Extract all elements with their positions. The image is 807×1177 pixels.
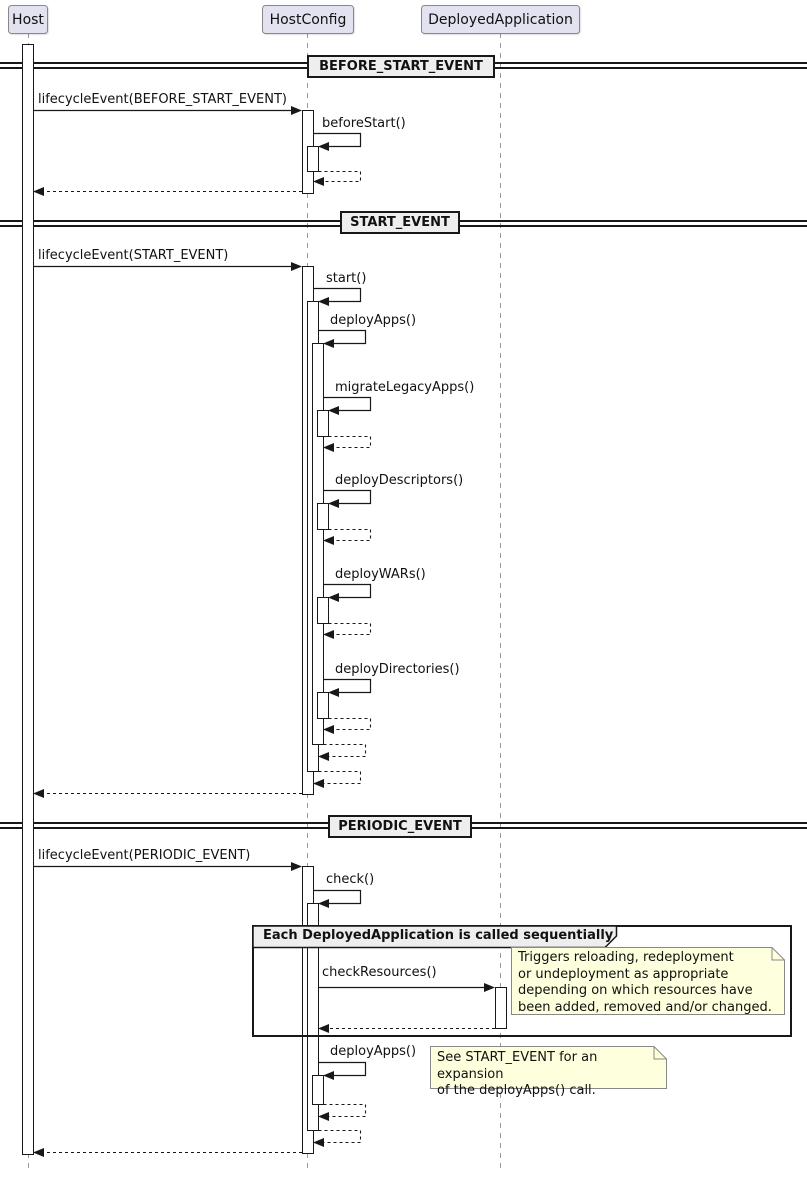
selfcall-deploy-descriptors [323, 489, 372, 505]
activation-host [22, 44, 34, 1155]
divider-periodic-event: PERIODIC_EVENT [338, 819, 462, 834]
message-lifecycle-start: lifecycleEvent(START_EVENT) [38, 248, 229, 263]
return-deploy-wars [328, 622, 372, 636]
message-deploy-descriptors: deployDescriptors() [335, 473, 464, 488]
divider-before-start-event: BEFORE_START_EVENT [319, 59, 483, 74]
activation-hostconfig [312, 1075, 324, 1105]
return-deploy-directories [328, 717, 372, 731]
group-title: Each DeployedApplication is called seque… [263, 928, 614, 943]
note-deploy-apps-shape [430, 1046, 667, 1089]
message-deploy-apps: deployApps() [330, 313, 417, 328]
participant-hostconfig: HostConfig [262, 5, 354, 34]
message-deploy-apps-periodic: deployApps() [330, 1044, 417, 1059]
activation-hostconfig [317, 410, 329, 437]
selfcall-check [313, 889, 362, 905]
divider-start-event: START_EVENT [350, 215, 450, 230]
return-before-start [318, 170, 362, 183]
divider-lines [0, 62, 807, 829]
selfcall-deploy-apps-periodic [318, 1061, 367, 1077]
return-deploy-apps-periodic [323, 1103, 367, 1118]
activation-deployedapplication [495, 987, 507, 1029]
divider-boxes [307, 55, 495, 838]
divider-box-periodic-event [328, 815, 472, 838]
note-check-resources: Triggers reloading, redeployment or unde… [518, 950, 772, 1015]
activation-bars [22, 44, 507, 1155]
message-start: start() [326, 271, 367, 286]
activation-hostconfig [317, 692, 329, 719]
return-deploy-descriptors [328, 528, 372, 542]
return-deploy-apps [323, 743, 367, 758]
return-migrate-legacy-apps [328, 435, 372, 449]
activation-hostconfig [317, 503, 329, 530]
participant-label: Host [12, 11, 44, 28]
message-check-resources: checkResources() [322, 965, 437, 980]
note-deploy-apps: See START_EVENT for an expansion of the … [437, 1050, 598, 1098]
selfcall-deploy-apps [318, 329, 367, 345]
message-migrate-legacy-apps: migrateLegacyApps() [335, 380, 475, 395]
selfcall-migrate-legacy-apps [323, 396, 372, 412]
participant-deployedapplication: DeployedApplication [421, 5, 580, 34]
message-check: check() [326, 872, 375, 887]
lifelines [28, 33, 501, 1172]
activation-hostconfig [307, 903, 319, 1131]
note-fold-icon [771, 947, 785, 961]
selfcall-deploy-directories [323, 678, 372, 694]
divider-box-start-event [340, 211, 460, 234]
participant-label: DeployedApplication [428, 11, 573, 28]
selfcall-before-start [313, 132, 362, 148]
message-lifecycle-periodic: lifecycleEvent(PERIODIC_EVENT) [38, 848, 251, 863]
message-before-start: beforeStart() [322, 116, 406, 131]
notes-shapes [430, 947, 785, 1089]
participant-host: Host [8, 5, 48, 34]
message-deploy-wars: deployWARs() [335, 567, 426, 582]
arrowheads [33, 106, 495, 1157]
return-check [318, 1129, 362, 1144]
group-header-shape [252, 925, 618, 949]
activation-hostconfig [317, 597, 329, 624]
note-check-resources-shape [511, 947, 785, 1015]
activation-hostconfig [312, 343, 324, 745]
selfcall-deploy-wars [323, 583, 372, 599]
selfcall-start [313, 287, 362, 303]
message-deploy-directories: deployDirectories() [335, 662, 460, 677]
divider-box-before-start-event [307, 55, 495, 78]
participant-label: HostConfig [269, 11, 347, 28]
call-arrows [33, 109, 486, 1077]
note-fold-icon [653, 1046, 667, 1060]
return-arrows [43, 170, 495, 1154]
activation-hostconfig [307, 146, 319, 172]
return-start [318, 770, 362, 785]
message-lifecycle-before: lifecycleEvent(BEFORE_START_EVENT) [38, 92, 287, 107]
